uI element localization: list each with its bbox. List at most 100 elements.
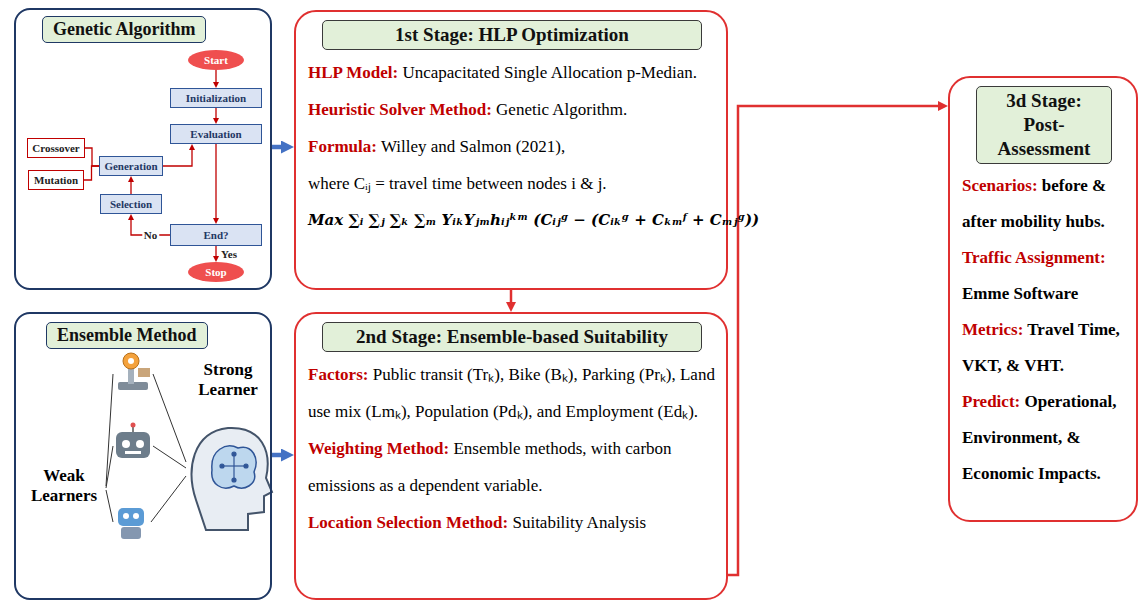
learner-label: Weak Learners [22,466,106,506]
node-label: Generation [104,160,157,172]
stage-box: 1st Stage: HLP OptimizationHLP Model: Un… [294,10,728,290]
branch-label: Yes [219,248,239,261]
item-value: Genetic Algorithm. [492,100,628,119]
process-box: Initialization [170,88,262,108]
connector [272,453,281,458]
leader-line [106,490,113,522]
icon-body [121,527,141,539]
item-key: HLP Model: [308,63,398,82]
heading-tab: 1st Stage: HLP Optimization [322,20,702,50]
body-text: Weighting Method: Ensemble methods, with… [308,430,716,504]
terminal-oval: Stop [188,262,244,282]
heading-tab: Ensemble Method [46,322,208,349]
heading-tab: Genetic Algorithm [42,16,206,43]
body-text: Traffic Assignment: Emme Software [962,240,1126,312]
body-text: Factors: Public transit (Trₖ), Bike (Bₖ)… [308,356,716,430]
icon-gear [123,353,139,369]
body-text: Max ∑ᵢ ∑ⱼ ∑ₖ ∑ₘ YᵢₖYⱼₘhᵢⱼᵏᵐ (Cᵢⱼᵍ − (Cᵢₖ… [308,202,759,239]
icon-eye [122,440,130,448]
node-label: Stop [205,266,226,278]
operator-box: Crossover [27,138,85,158]
process-box: Selection [100,194,162,214]
process-box: Evaluation [170,124,262,144]
body-text: Location Selection Method: Suitability A… [308,504,646,541]
terminal-oval: Start [188,50,244,70]
node-label: Evaluation [190,128,241,140]
connector [215,108,216,118]
connector [215,70,216,82]
item-value: Suitability Analysis [508,513,646,532]
weak-to-strong-lines [106,374,186,522]
circuit-dot [232,478,236,482]
item-key: Location Selection Method: [308,513,508,532]
icon-gear-hole [128,358,134,364]
node-label: Start [204,54,228,66]
node-label: Selection [110,198,152,210]
heading-tab: 2nd Stage: Ensemble-based Suitability [322,322,702,352]
body-text: Predict: Operational, Environment, & Eco… [962,384,1126,492]
operator-box: Mutation [28,170,84,190]
leader-line [106,446,113,488]
process-box: Generation [99,156,163,176]
connector [272,145,281,150]
leader-line [151,476,186,522]
icon-head [116,432,150,458]
icon-head [118,508,144,526]
body-text: Metrics: Travel Time, VKT, & VHT. [962,312,1126,384]
learner-label: Strong Learner [180,360,276,400]
process-box: End? [170,224,262,246]
item-key: Factors: [308,365,368,384]
weak-learner-icon [118,353,150,390]
icon-head [192,428,272,530]
circuit-dot [220,464,224,468]
stage-box: 2nd Stage: Ensemble-based SuitabilityFac… [294,312,728,600]
connector [85,148,99,166]
node-label: Mutation [34,174,78,186]
node-label: Initialization [186,92,247,104]
leader-line [153,446,186,468]
connector [130,182,131,194]
body-text: where Cᵢⱼ = travel time between nodes i … [308,165,607,202]
connector [215,144,216,218]
item-value: Willey and Salmon (2021), [377,137,565,156]
icon-box [138,368,150,377]
item-key: Traffic Assignment: [962,248,1106,267]
weak-learner-icon [118,508,144,539]
item-key: Formula: [308,137,377,156]
body-text: Scenarios: before & after mobility hubs. [962,168,1126,240]
weak-learner-icon [116,423,150,459]
body-text: HLP Model: Uncapacitated Single Allocati… [308,54,697,91]
icon-eye [133,513,139,519]
connector [84,166,99,180]
strong-learner-icon [192,428,272,530]
connector [728,106,938,575]
stage-box: 3d Stage: Post-AssessmentScenarios: befo… [948,76,1138,522]
icon-antenna-tip [131,423,136,428]
branch-label: No [142,229,159,242]
item-key: Heuristic Solver Method: [308,100,492,119]
circuit-dot [244,464,248,468]
circuit-line [233,454,234,480]
item-value: Uncapacitated Single Allocation p-Median… [398,63,697,82]
icon-eye [136,440,144,448]
heading-tab: 3d Stage: Post-Assessment [976,86,1112,164]
connector [215,246,216,256]
group-panel: Ensemble Method [14,312,272,600]
body-text: Heuristic Solver Method: Genetic Algorit… [308,91,627,128]
icon-circuit [220,452,248,482]
item-key: Predict: [962,392,1020,411]
node-label: End? [203,229,228,241]
connector [510,290,513,302]
item-value: Emme Software [962,284,1078,303]
node-label: Crossover [32,142,79,154]
item-key: Weighting Method: [308,439,449,458]
icon-brain [212,446,256,488]
icon-eye [123,513,129,519]
item-value: Public transit (Trₖ), Bike (Bₖ), Parking… [308,365,715,421]
circuit-dot [232,452,236,456]
item-key: Metrics: [962,320,1023,339]
body-text: Formula: Willey and Salmon (2021), [308,128,565,165]
connector [163,150,192,166]
icon-mouth [125,451,141,454]
